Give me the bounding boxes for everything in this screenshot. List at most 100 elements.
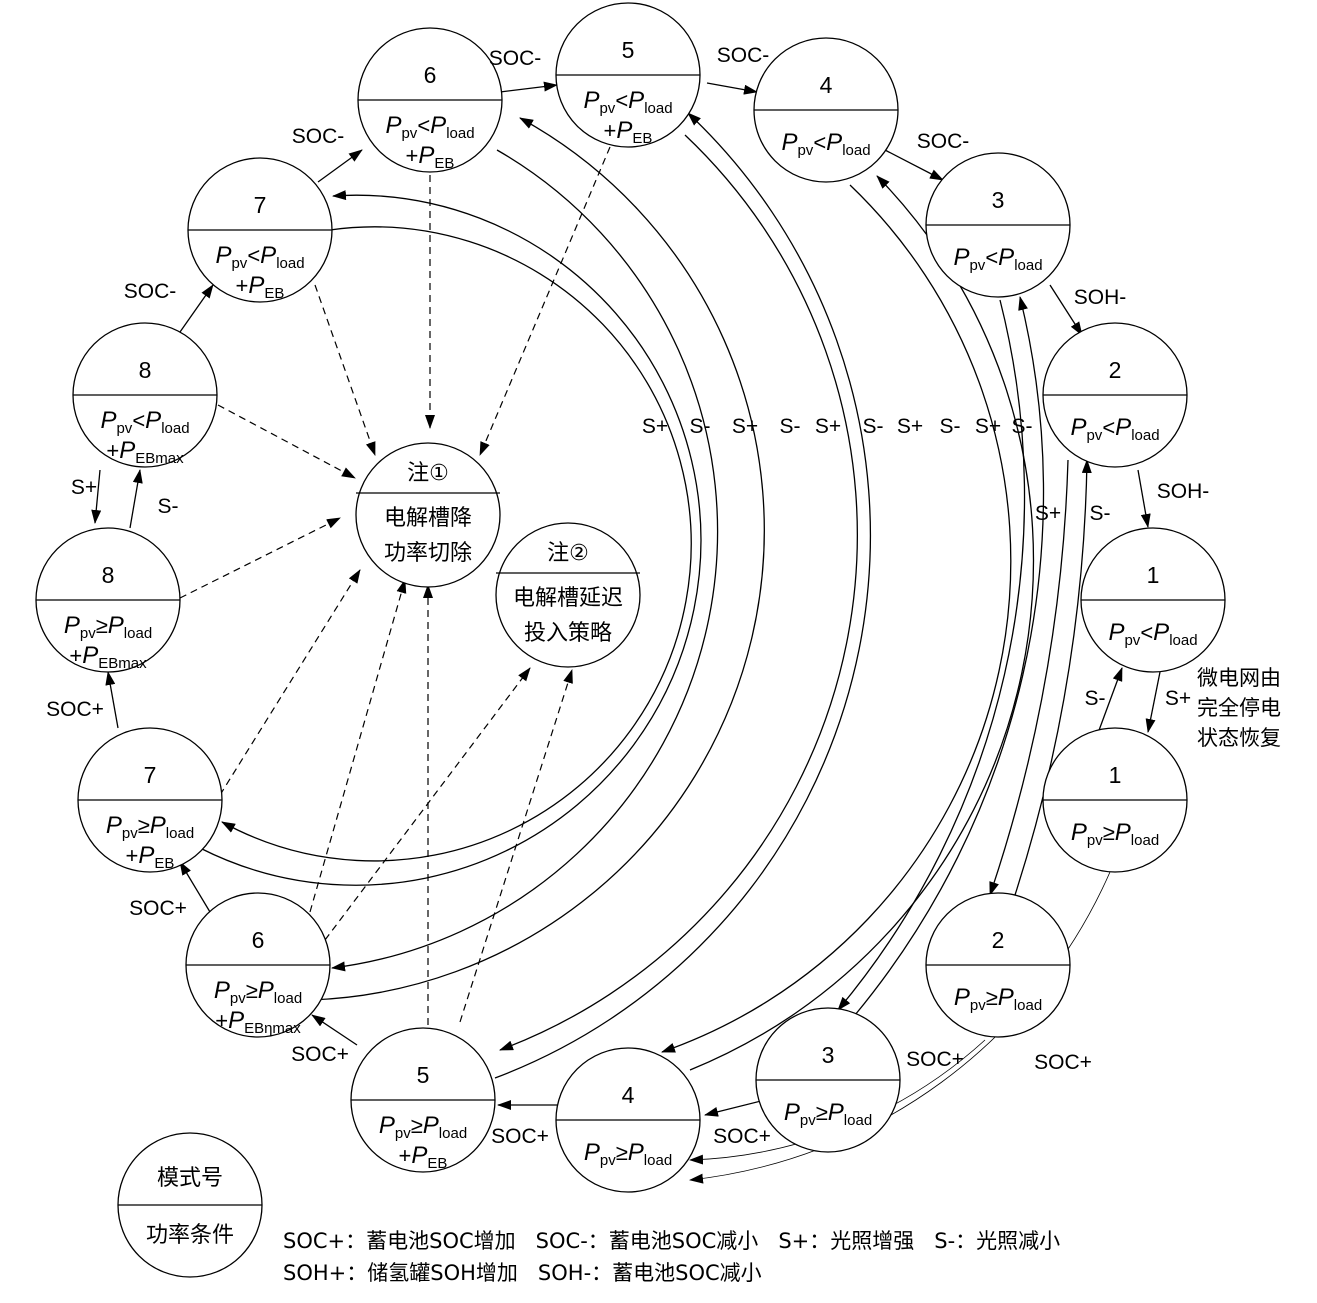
label-soc-plus: SOC+ <box>906 1048 964 1071</box>
label-s-minus: S- <box>690 415 711 438</box>
label-s-minus: S- <box>1012 415 1033 438</box>
label-soc-minus: SOC- <box>292 125 345 148</box>
transition-arc <box>837 299 1026 1011</box>
label-soc-minus: SOC- <box>917 130 970 153</box>
note2-line-1: 电解槽延迟 <box>513 586 623 611</box>
transition-arrow <box>1049 284 1083 336</box>
label-soc-plus: SOC+ <box>291 1043 349 1066</box>
power-extra: +PEBmax <box>69 642 147 672</box>
transition-arc <box>494 112 872 1079</box>
transition-arrow <box>499 81 558 93</box>
note2-line-2: 投入策略 <box>524 621 612 646</box>
mode-number: 4 <box>622 1082 635 1108</box>
recovery-note-line: 完全停电 <box>1197 696 1281 720</box>
legend-line-1: SOC+：蓄电池SOC增加 SOC-：蓄电池SOC减小 S+：光照增强 S-：光… <box>283 1229 1060 1253</box>
dashed-arrow <box>459 669 573 1023</box>
power-extra: +PEBmax <box>106 437 184 467</box>
transition-arc <box>499 134 858 1051</box>
transition-arrow <box>1137 469 1151 528</box>
note1-title: 注① <box>407 461 449 486</box>
recovery-note-line: 状态恢复 <box>1197 726 1281 750</box>
label-s-plus: S+ <box>732 415 758 438</box>
label-s-minus: S- <box>1090 502 1111 525</box>
transition-arc <box>689 175 1035 1071</box>
power-extra: +PEB <box>236 272 285 302</box>
note1-circle <box>355 442 501 588</box>
legend-line-2: SOH+：储氢罐SOH增加 SOH-：蓄电池SOC减小 <box>283 1261 762 1285</box>
mode-number: 7 <box>144 762 157 788</box>
power-condition: Ppv≥Pload <box>784 1099 872 1129</box>
mode-number: 8 <box>102 562 115 588</box>
note2-circle <box>495 522 641 668</box>
label-s-plus: S+ <box>71 476 97 499</box>
transition-arc <box>989 459 1069 896</box>
transition-arc <box>309 117 765 1001</box>
legend-condition-label: 功率条件 <box>146 1223 234 1248</box>
power-extra: +PEBηmax <box>215 1007 301 1037</box>
transition-arrow <box>105 671 119 729</box>
power-condition: Ppv<Pload <box>215 242 304 272</box>
power-condition: Ppv<Pload <box>1070 414 1159 444</box>
power-condition: Ppv<Pload <box>781 129 870 159</box>
transition-arc <box>1014 459 1092 896</box>
transition-arrow <box>704 1099 766 1117</box>
mode-number: 6 <box>424 62 437 88</box>
dashed-arrow <box>324 667 531 941</box>
mode-number: 1 <box>1109 762 1122 788</box>
power-condition: Ppv≥Pload <box>1071 819 1159 849</box>
label-soc-minus: SOC- <box>717 44 770 67</box>
label-s-plus: S+ <box>897 415 923 438</box>
legend-mode-label: 模式号 <box>157 1166 223 1191</box>
label-s-plus: S+ <box>975 415 1001 438</box>
power-extra: +PEB <box>399 1142 448 1172</box>
transition-arc <box>854 296 1045 1016</box>
label-soc-plus: SOC+ <box>46 698 104 721</box>
dashed-arrow <box>314 284 376 456</box>
dashed-arrow <box>219 569 361 796</box>
mode-number: 8 <box>139 357 152 383</box>
label-soh-minus: SOH- <box>1157 480 1210 503</box>
power-condition: Ppv<Pload <box>100 407 189 437</box>
label-s-minus: S- <box>1085 687 1106 710</box>
label-s-plus: S+ <box>815 415 841 438</box>
power-extra: +PEB <box>604 117 653 147</box>
power-extra: +PEB <box>126 842 175 872</box>
transition-arc <box>689 871 1111 1184</box>
power-condition: Ppv≥Pload <box>64 612 152 642</box>
power-condition: Ppv≥Pload <box>379 1112 467 1142</box>
power-condition: Ppv<Pload <box>385 112 474 142</box>
dashed-arrow <box>479 146 611 456</box>
dashed-arrow <box>309 579 407 913</box>
power-condition: Ppv≥Pload <box>584 1139 672 1169</box>
mode-number: 5 <box>622 37 635 63</box>
transition-arrow <box>884 149 944 181</box>
mode-number: 2 <box>992 927 1005 953</box>
power-condition: Ppv<Pload <box>583 87 672 117</box>
transition-arrow <box>179 284 214 333</box>
label-soh-minus: SOH- <box>1074 286 1127 309</box>
label-soc-minus: SOC- <box>489 47 542 70</box>
mode-number: 2 <box>1109 357 1122 383</box>
label-s-minus: S- <box>780 415 801 438</box>
transition-arrow <box>179 861 211 913</box>
mode-number: 5 <box>417 1062 430 1088</box>
mode-number: 4 <box>820 72 833 98</box>
dashed-arrow <box>217 404 356 479</box>
transition-arrow <box>1097 667 1123 734</box>
label-s-minus: S- <box>863 415 884 438</box>
transition-arrow <box>1145 671 1161 733</box>
label-soc-plus: SOC+ <box>491 1125 549 1148</box>
transition-arc <box>661 184 1012 1053</box>
